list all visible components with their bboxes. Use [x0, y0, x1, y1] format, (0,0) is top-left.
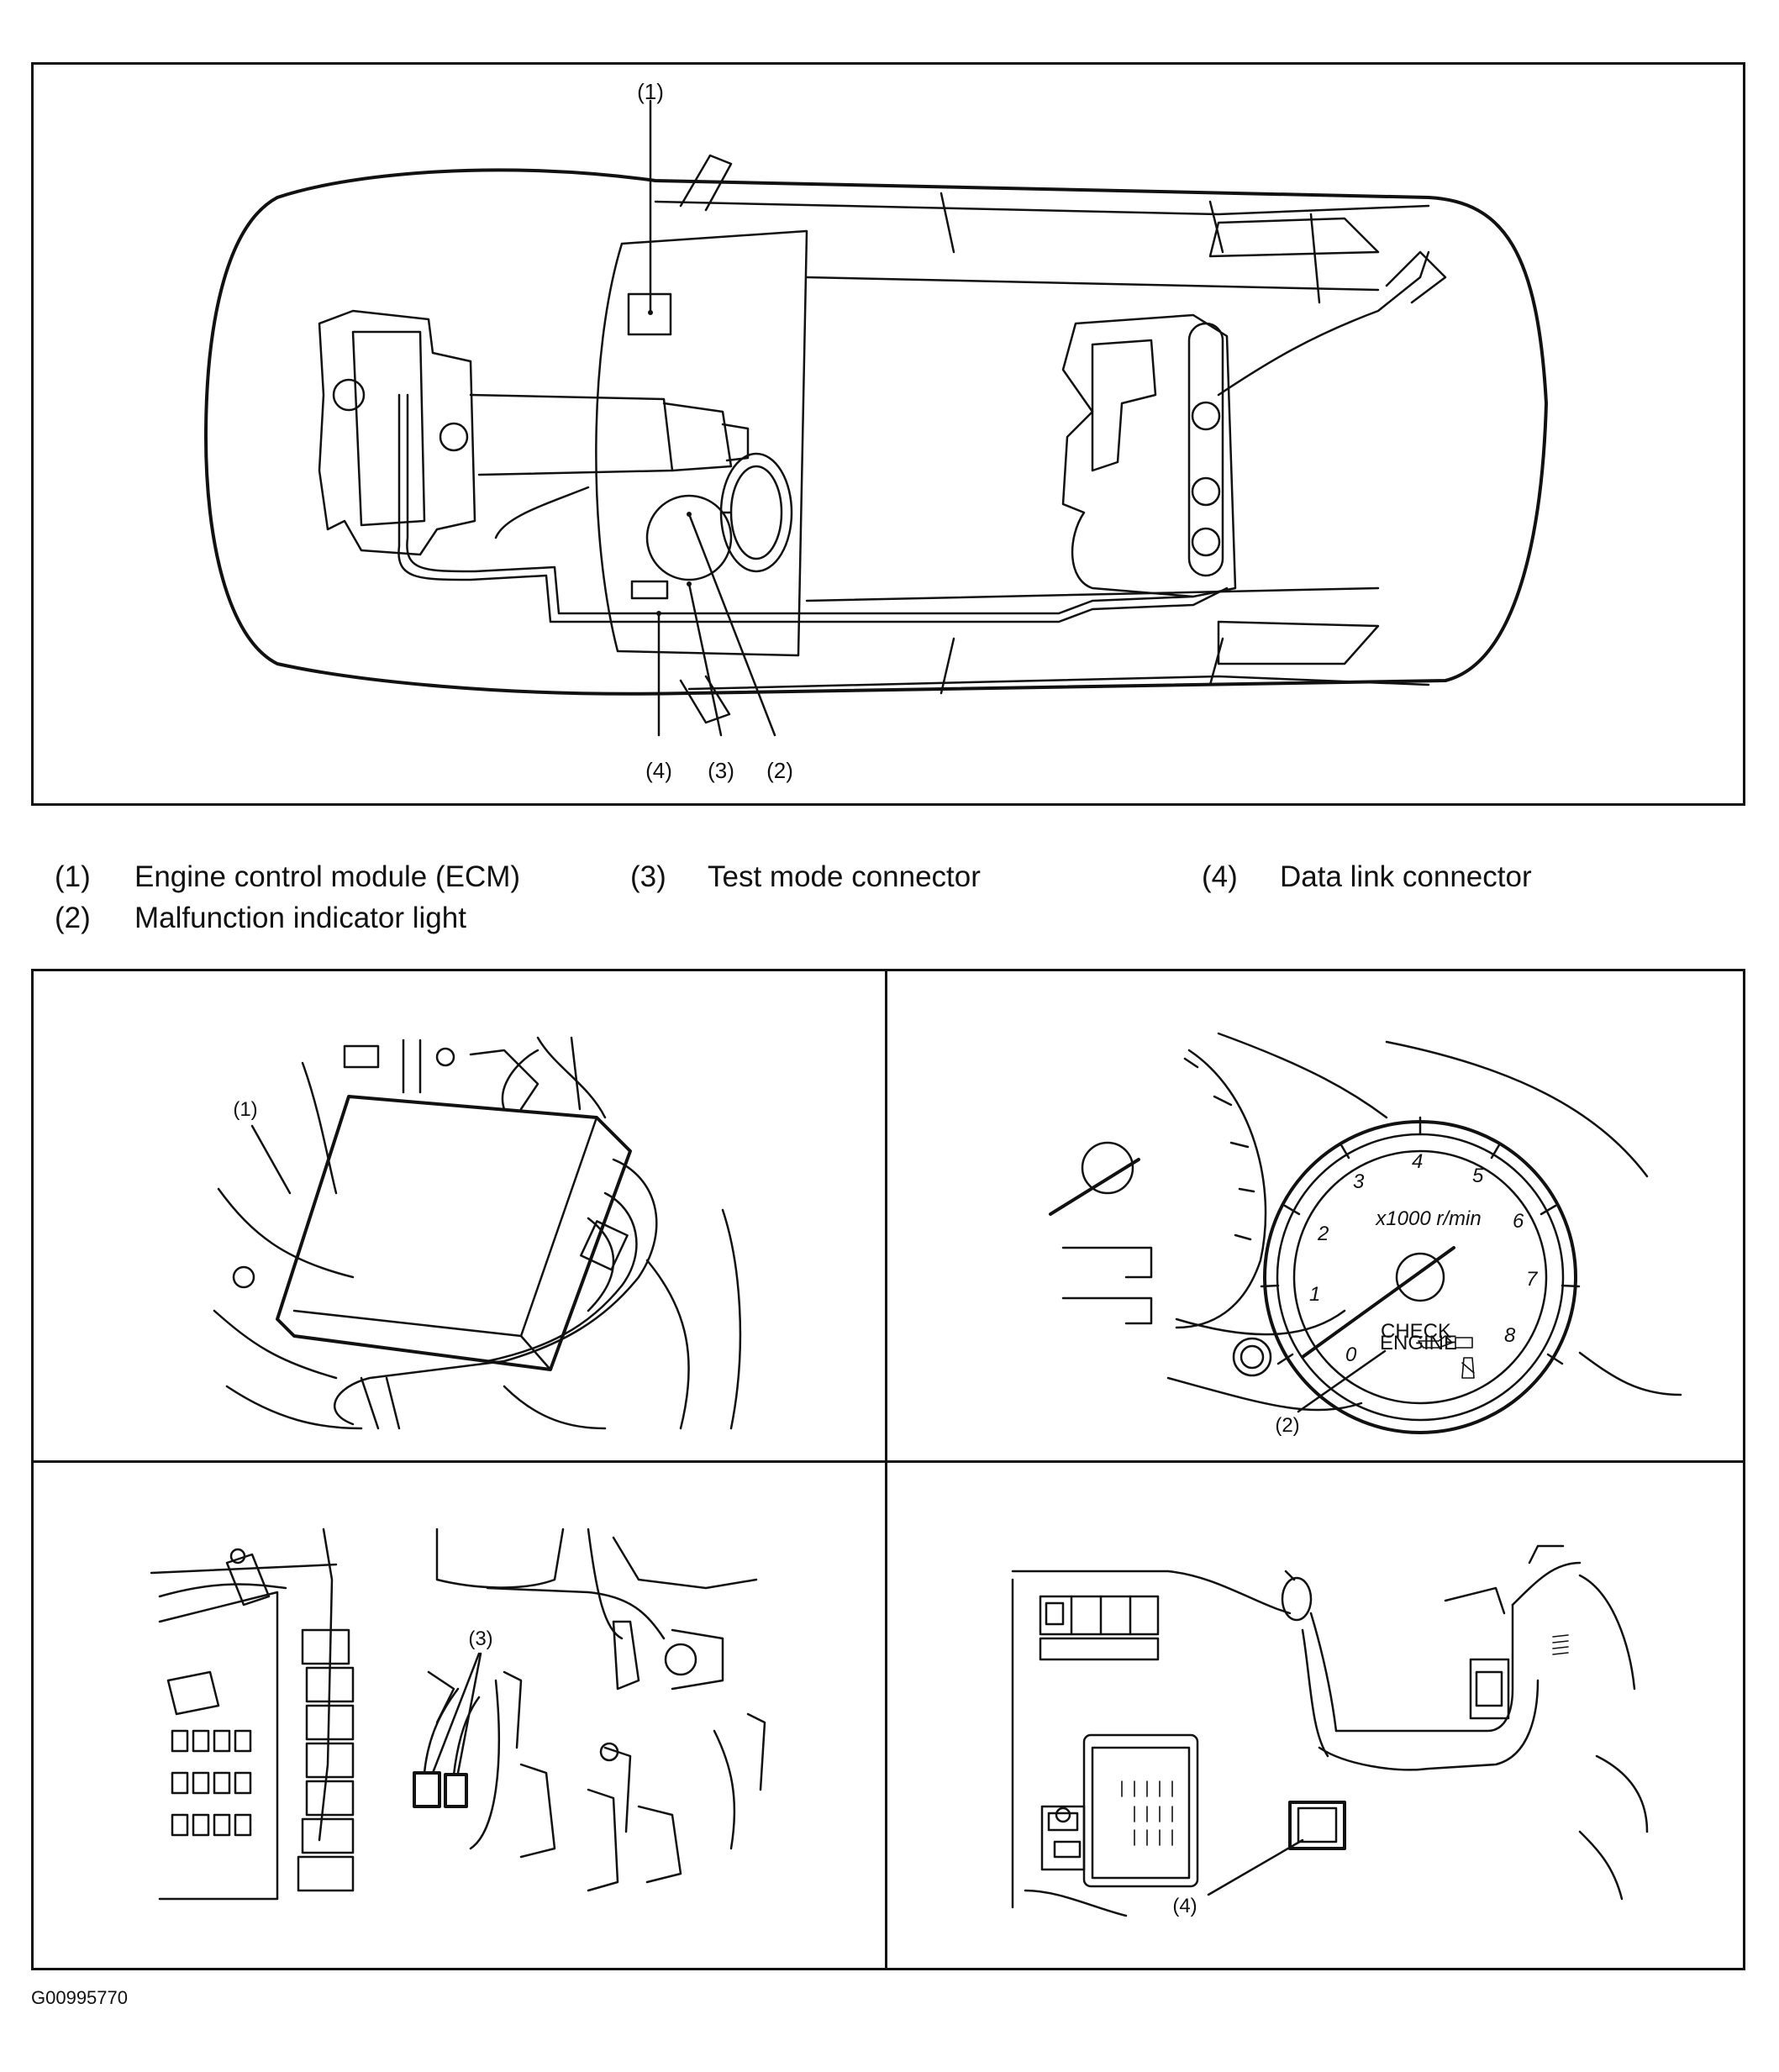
vehicle-diagram-frame — [31, 62, 1745, 806]
check-engine-label-2: ENGINE — [1380, 1332, 1457, 1354]
battery-icon — [1455, 1337, 1473, 1349]
panel-tach-callout: (2) — [1275, 1414, 1299, 1437]
test-mode-connector — [413, 1771, 441, 1808]
check-engine-label-1: CHECK — [1381, 1320, 1451, 1343]
legend-num-4: (4) — [1202, 860, 1238, 893]
data-link-connector — [1288, 1801, 1346, 1850]
vent-icon — [1552, 1634, 1569, 1655]
tach-tick-2: 2 — [1317, 1223, 1329, 1245]
oil-pressure-icon — [1418, 1335, 1453, 1349]
legend-num-1: (1) — [55, 860, 91, 893]
legend-num-3: (3) — [630, 860, 666, 893]
tach-tick-5: 5 — [1472, 1165, 1484, 1187]
callout-test-mode: (3) — [708, 758, 734, 783]
tach-tick-7: 7 — [1526, 1268, 1539, 1291]
tach-tick-6: 6 — [1513, 1210, 1524, 1233]
tach-tick-3: 3 — [1353, 1170, 1365, 1193]
tach-ticks — [1260, 1116, 1581, 1365]
grid-divider-horizontal — [31, 1460, 1745, 1463]
tach-tick-0: 0 — [1345, 1344, 1357, 1366]
legend-text-4: Data link connector — [1280, 860, 1532, 893]
panel-ecm-callout: (1) — [233, 1098, 257, 1121]
legend-text-2: Malfunction indicator light — [134, 902, 466, 934]
legend-text-1: Engine control module (ECM) — [134, 860, 521, 893]
legend-num-2: (2) — [55, 902, 91, 934]
tach-tick-4: 4 — [1412, 1150, 1423, 1173]
legend-text-3: Test mode connector — [708, 860, 981, 893]
grid-divider-vertical — [885, 969, 887, 1970]
tach-tick-8: 8 — [1504, 1324, 1516, 1347]
callout-ecm: (1) — [637, 79, 664, 104]
fuse-grid — [171, 1729, 252, 1837]
seatbelt-icon — [1461, 1357, 1475, 1379]
panel-test-callout: (3) — [468, 1628, 492, 1650]
callout-mil: (2) — [766, 758, 793, 783]
panel-dlc-callout: (4) — [1172, 1895, 1197, 1917]
relay-stack — [297, 1628, 355, 1892]
tach-unit: x1000 r/min — [1375, 1207, 1481, 1230]
fuse-slots — [1121, 1780, 1173, 1846]
figure-id: G00995770 — [31, 1987, 128, 2008]
detail-grid-frame — [31, 969, 1745, 1970]
tach-tick-1: 1 — [1309, 1283, 1320, 1306]
vehicle-diagram: (1) (4) (3) (2) — [204, 79, 1548, 783]
callout-data-link: (4) — [645, 758, 672, 783]
